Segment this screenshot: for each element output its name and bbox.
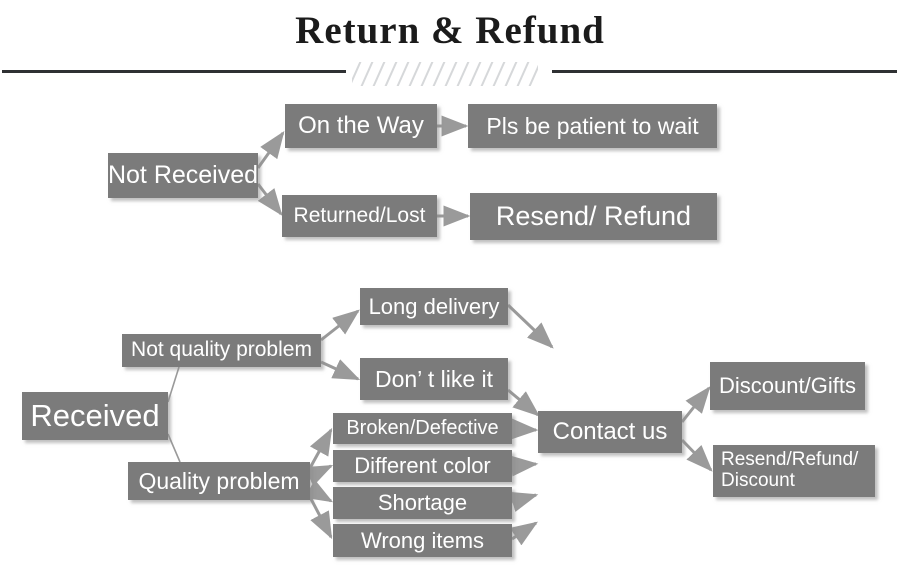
divider-rule-right: [552, 70, 897, 73]
node-on-the-way[interactable]: On the Way: [285, 104, 437, 148]
node-contact-us[interactable]: Contact us: [538, 411, 682, 453]
node-wrong-items[interactable]: Wrong items: [333, 524, 512, 557]
node-different-color[interactable]: Different color: [333, 450, 512, 482]
node-discount-gifts[interactable]: Discount/Gifts: [710, 362, 865, 410]
arrow-quality-to-shortage: [304, 479, 334, 503]
arrow-long-delivery-to-contact-us: [506, 303, 554, 349]
arrow-quality-to-different-color: [304, 464, 334, 487]
arrow-different-color-to-contact-us: [510, 455, 539, 477]
arrow-contact-us-to-resend-refund-discount: [680, 438, 713, 472]
node-not-quality-problem[interactable]: Not quality problem: [122, 334, 321, 367]
arrow-shortage-to-contact-us: [509, 491, 539, 512]
divider-rule-left: [2, 70, 346, 73]
page-title: Return & Refund: [295, 9, 605, 52]
arrow-not-quality-to-long-delivery: [320, 309, 360, 342]
arrow-not-quality-to-dont-like-it: [320, 359, 361, 381]
diagonal-hatch-icon: [352, 62, 538, 86]
node-returned-lost[interactable]: Returned/Lost: [282, 195, 437, 237]
node-long-delivery[interactable]: Long delivery: [360, 288, 508, 325]
node-dont-like-it[interactable]: Don’ t like it: [360, 358, 508, 400]
arrow-broken-defective-to-contact-us: [510, 418, 539, 440]
node-quality-problem[interactable]: Quality problem: [128, 462, 310, 500]
connector-received-to-not-quality-problem: [167, 366, 180, 403]
arrow-dont-like-it-to-contact-us: [507, 388, 540, 417]
node-resend-refund-discount[interactable]: Resend/Refund/ Discount: [713, 445, 875, 497]
arrow-quality-to-wrong-items: [308, 496, 333, 540]
node-received[interactable]: Received: [22, 392, 168, 440]
arrow-not-received-to-returned-lost: [256, 183, 283, 216]
node-broken-defective[interactable]: Broken/Defective: [333, 413, 512, 444]
arrow-contact-us-to-discount-gifts: [680, 386, 711, 423]
connector-received-to-quality-problem: [167, 433, 181, 463]
decorative-divider: [0, 62, 900, 86]
arrow-wrong-items-to-contact-us: [509, 521, 538, 546]
node-pls-be-patient-to-wait[interactable]: Pls be patient to wait: [468, 104, 717, 148]
node-not-received[interactable]: Not Received: [108, 153, 258, 198]
node-shortage[interactable]: Shortage: [333, 487, 512, 519]
arrow-not-received-to-on-the-way: [256, 131, 285, 169]
arrow-quality-to-broken-defective: [308, 427, 333, 469]
node-resend-refund[interactable]: Resend/ Refund: [470, 193, 717, 240]
